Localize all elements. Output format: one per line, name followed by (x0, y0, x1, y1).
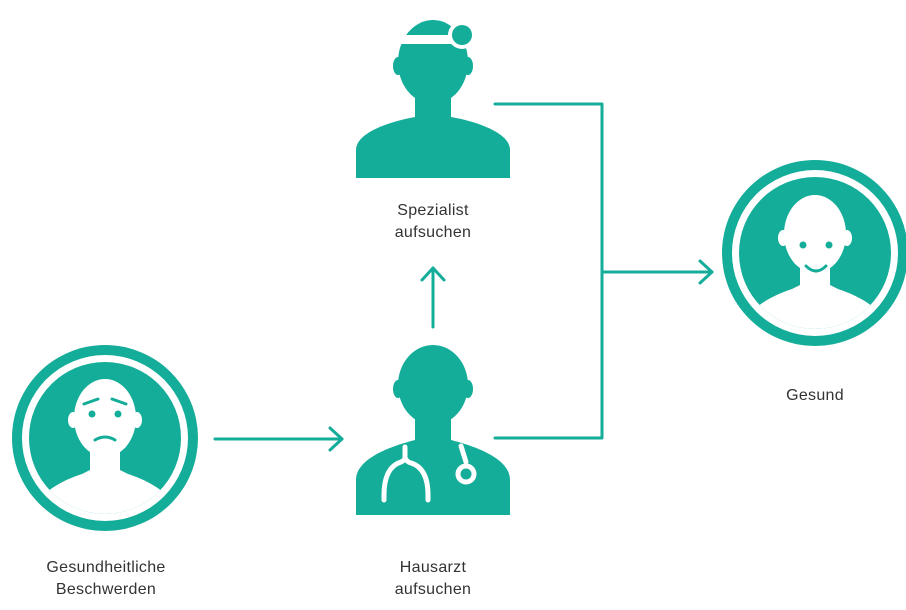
doctor-stethoscope-icon (356, 345, 510, 515)
label-patient: Gesundheitliche Beschwerden (0, 557, 212, 601)
label-specialist-line1: Spezialist (397, 202, 469, 219)
label-patient-line1: Gesundheitliche (46, 559, 166, 576)
label-gp: Hausarzt aufsuchen (353, 557, 513, 601)
arrow-patient-to-gp (213, 426, 344, 452)
label-gp-line2: aufsuchen (394, 581, 472, 598)
label-gp-line1: Hausarzt (399, 559, 467, 576)
label-healthy-line1: Gesund (786, 387, 844, 404)
specialist-head-mirror-icon (356, 20, 510, 178)
healthy-person-icon (722, 160, 906, 346)
label-healthy: Gesund (735, 385, 895, 407)
connector-gp-to-healthy (493, 270, 604, 440)
label-specialist-line2: aufsuchen (394, 224, 472, 241)
arrow-to-healthy (600, 259, 714, 285)
connector-specialist-to-healthy (493, 102, 604, 274)
arrow-gp-to-specialist (420, 266, 446, 329)
label-patient-line2: Beschwerden (55, 581, 157, 598)
sick-person-icon (12, 345, 198, 531)
label-specialist: Spezialist aufsuchen (353, 200, 513, 244)
